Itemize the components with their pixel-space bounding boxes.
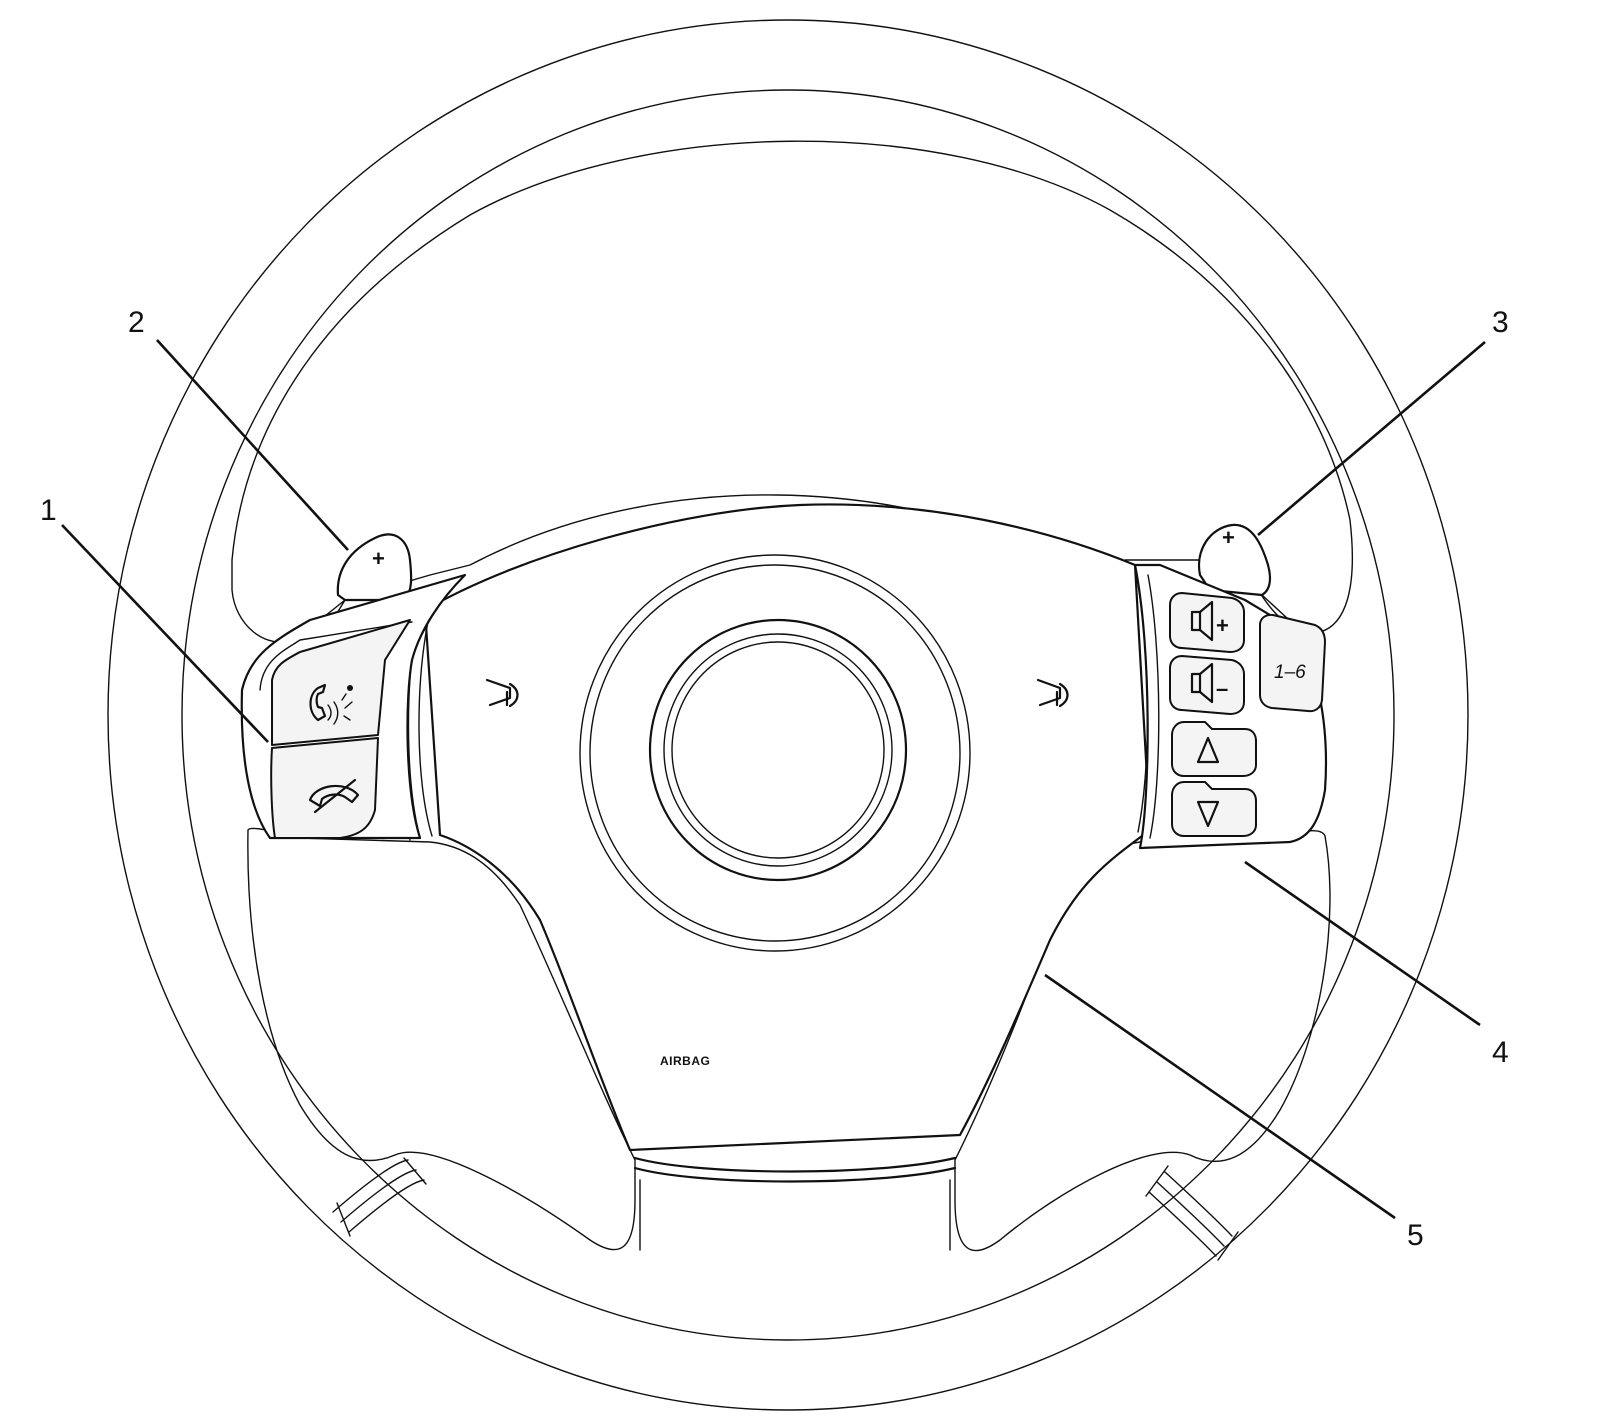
leader-lines — [61, 339, 1486, 1220]
callout-4: 4 — [1492, 1036, 1509, 1069]
volume-down-icon — [1190, 662, 1214, 704]
callout-1: 1 — [40, 494, 57, 527]
volume-down-minus-label: – — [1216, 676, 1228, 701]
preset-button[interactable] — [1259, 613, 1326, 713]
horn-icon-right — [1036, 678, 1069, 708]
steering-wheel-rim — [107, 19, 1469, 1411]
volume-up-icon — [1190, 600, 1214, 642]
seek-down-icon — [1196, 800, 1220, 828]
horn-icon-left — [485, 678, 519, 708]
center-badge — [579, 554, 971, 952]
phone-voice-button[interactable] — [271, 619, 411, 746]
volume-up-button[interactable] — [1169, 592, 1245, 653]
leader-line-1 — [61, 524, 269, 743]
rim-ring-left — [332, 1157, 427, 1237]
callout-5: 5 — [1407, 1219, 1424, 1252]
volume-up-plus-label: + — [1216, 613, 1229, 638]
phone-hangup-icon — [308, 778, 360, 814]
right-paddle-plus-label: + — [1222, 525, 1235, 550]
airbag-label: AIRBAG — [660, 1054, 710, 1068]
leader-line-4 — [1244, 860, 1481, 1027]
leader-line-2 — [156, 339, 349, 551]
lower-spoke — [633, 1156, 957, 1251]
callout-2: 2 — [128, 306, 145, 339]
volume-down-button[interactable] — [1169, 655, 1245, 715]
leader-line-5 — [1044, 973, 1396, 1220]
preset-button-label: 1–6 — [1274, 662, 1306, 683]
airbag-module — [397, 503, 1152, 1152]
seek-up-button[interactable] — [1171, 721, 1257, 777]
seek-up-icon — [1196, 736, 1220, 764]
rim-ring-right — [1145, 1165, 1239, 1261]
left-paddle-plus-label: + — [372, 546, 385, 571]
callout-3: 3 — [1492, 306, 1509, 339]
phone-voice-icon — [309, 683, 353, 725]
leader-line-3 — [1257, 341, 1486, 536]
